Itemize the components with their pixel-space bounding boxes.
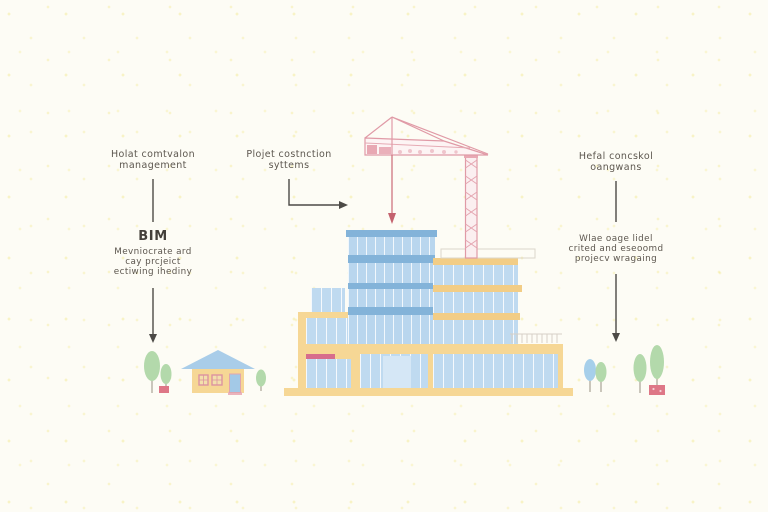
- label-line: syttems: [268, 160, 310, 171]
- label-bim-title: BIM: [138, 229, 168, 244]
- label-line: management: [119, 160, 187, 171]
- label-right-top: Hefal concskol oangwans: [555, 151, 677, 173]
- tower-floor-band: [346, 230, 437, 237]
- label-middle-top: Plojet costnction syttems: [228, 149, 350, 171]
- building-left-wing: [298, 312, 356, 346]
- house-door: [229, 373, 241, 393]
- building-ground-floor: [298, 354, 563, 388]
- right-wing-floor-band: [433, 313, 520, 320]
- tower-floor-band: [348, 283, 435, 289]
- label-line: crited and eseoomd: [568, 244, 664, 254]
- building-center-tower: [346, 230, 437, 344]
- building-left-wing-windows: [306, 318, 351, 344]
- construction-floor-outline: [440, 248, 536, 259]
- building-ground-band: [298, 344, 563, 354]
- label-line: oangwans: [590, 162, 642, 173]
- house-door-step: [228, 392, 242, 395]
- connector-arrows: [149, 179, 620, 343]
- crane-hook-arrow: [388, 155, 396, 224]
- label-line: cay prcjeict: [125, 257, 181, 267]
- tree-blue: [584, 359, 596, 381]
- arrow-middle-elbow: [288, 179, 348, 209]
- ground-window-right: [433, 354, 558, 388]
- label-right-mid: Wlae oage lidel crited and eseoomd proje…: [546, 234, 686, 264]
- ground-window-middle: [360, 354, 428, 388]
- roof-railing: [510, 333, 562, 343]
- trees-left: [144, 351, 172, 393]
- arrow-left-lower: [149, 288, 157, 343]
- house-roof: [181, 350, 255, 369]
- tower-floor-band: [348, 307, 435, 315]
- building-base-platform: [284, 388, 573, 396]
- tree: [595, 362, 607, 382]
- tower-crane: [364, 116, 489, 259]
- house-window: [198, 374, 209, 386]
- label-line: Holat comtvalon: [110, 149, 196, 160]
- label-bim-subtitle: Mevniocrate ard cay prcjeict ectiwing ih…: [92, 247, 214, 277]
- house-window: [211, 374, 223, 386]
- planter-box: [649, 385, 665, 395]
- right-wing-floor-band: [433, 258, 518, 265]
- building-left-rooftop: [311, 288, 345, 312]
- ground-entrance: [383, 356, 411, 388]
- small-house: [181, 350, 266, 395]
- arrow-right-lower: [612, 274, 620, 342]
- tower-floor-band: [348, 255, 435, 263]
- label-line: Hefal concskol: [578, 151, 654, 162]
- tree: [256, 369, 266, 387]
- crane-counterweight: [367, 145, 377, 154]
- right-wing-floor-band: [433, 285, 522, 292]
- trees-right: [584, 345, 665, 395]
- crane-apex: [364, 116, 489, 155]
- crane-mast: [464, 151, 478, 259]
- planter-box: [159, 386, 169, 393]
- crane-jib: [364, 137, 489, 156]
- tree: [144, 351, 160, 381]
- ground-window-left: [306, 359, 351, 388]
- ground-pink-stripe: [306, 354, 335, 359]
- label-left-top: Holat comtvalon management: [92, 149, 214, 171]
- tree: [650, 345, 664, 379]
- label-line: Plojet costnction: [246, 149, 332, 160]
- label-line: Wlae oage lidel: [579, 234, 653, 244]
- building-right-wing: [433, 258, 522, 344]
- tree: [160, 364, 172, 384]
- label-line: projecv wragaing: [574, 254, 658, 264]
- label-line: ectiwing ihediny: [113, 267, 193, 277]
- tree: [633, 354, 647, 382]
- label-line: Mevniocrate ard: [114, 247, 192, 257]
